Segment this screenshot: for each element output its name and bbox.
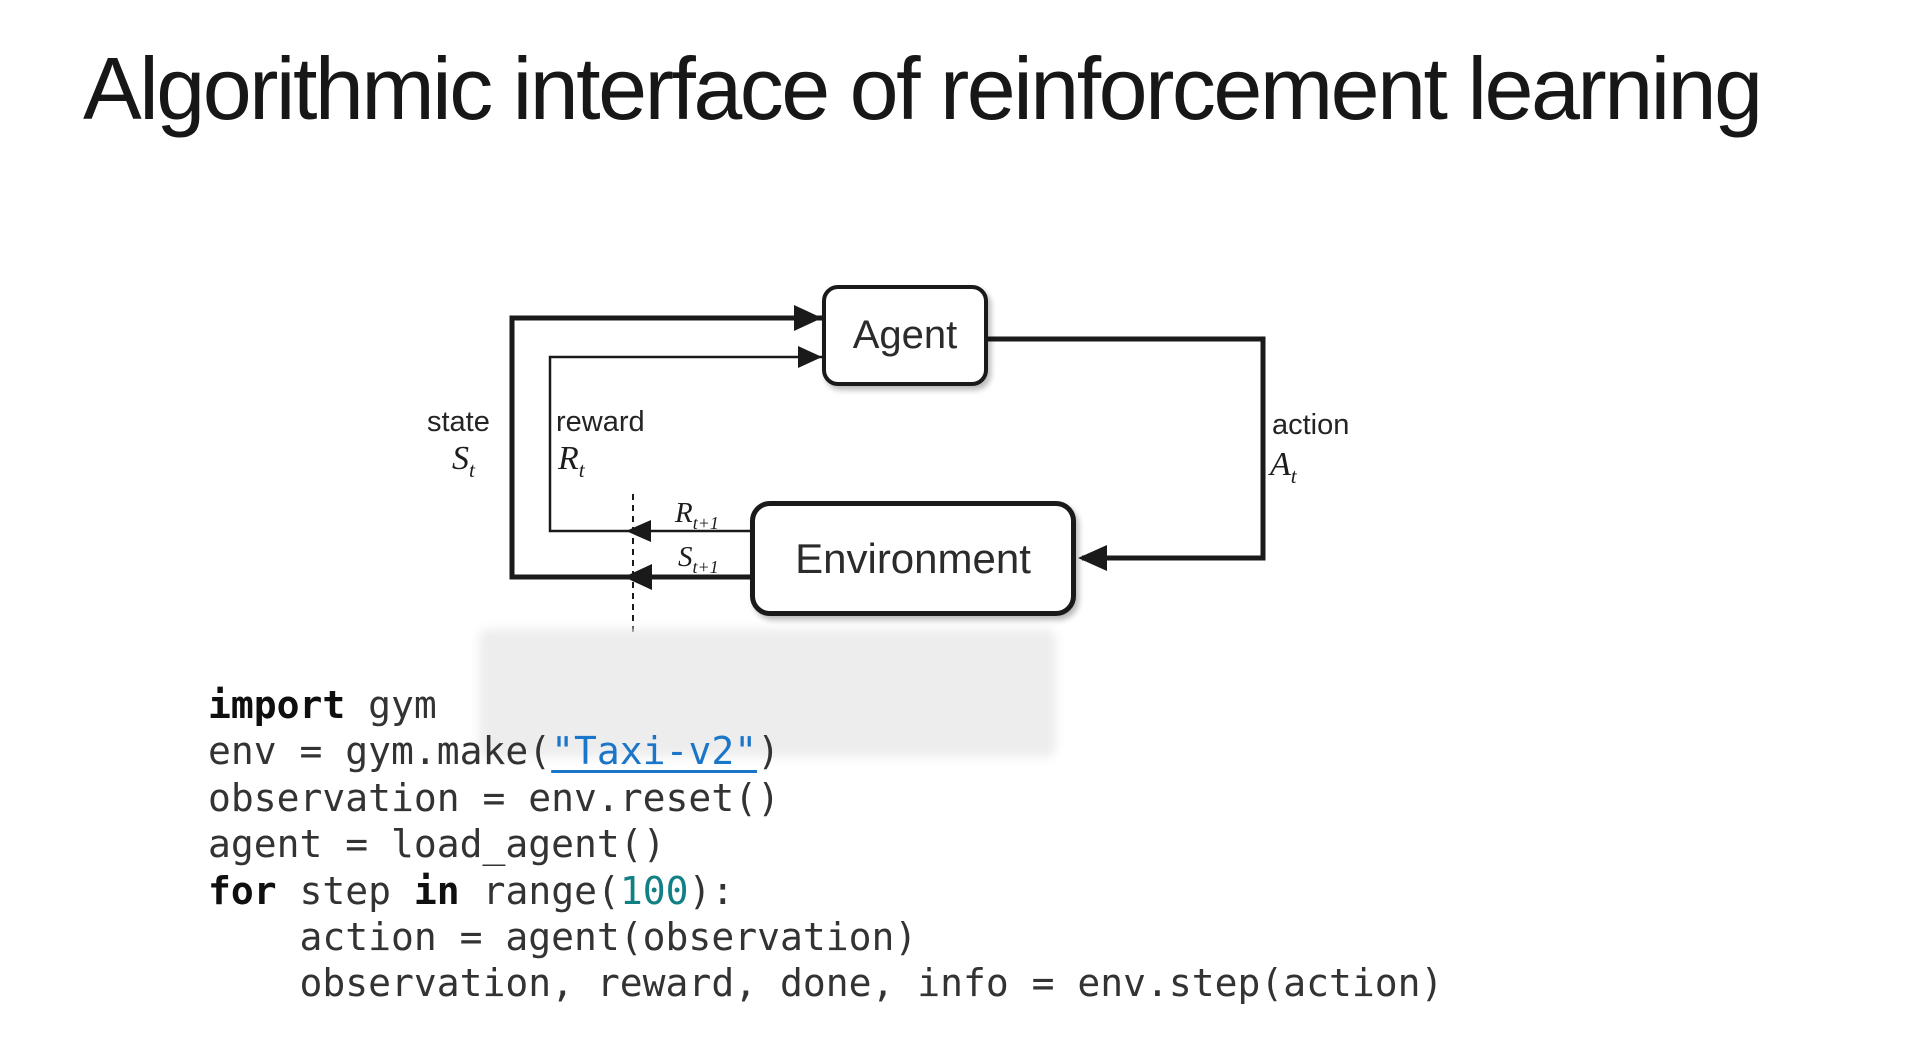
next-state-arrowhead-icon <box>624 564 652 590</box>
agent-node: Agent <box>822 285 988 386</box>
reward-arrowhead-icon <box>798 346 822 368</box>
agent-node-label: Agent <box>852 313 958 357</box>
next-state-symbol: St+1 <box>678 541 719 577</box>
state-arrowhead-icon <box>794 305 822 331</box>
code-token-plain: ) <box>757 729 780 774</box>
state-symbol: St <box>452 440 475 482</box>
code-line: agent = load_agent() <box>208 821 1443 867</box>
code-line: action = agent(observation) <box>208 914 1443 960</box>
action-line <box>986 336 1266 561</box>
taxi-v2-link[interactable]: "Taxi-v2" <box>551 729 758 774</box>
reward-label: reward <box>556 406 645 438</box>
code-token-kw: import <box>208 683 346 727</box>
code-line: env = gym.make("Taxi-v2") <box>208 728 1443 774</box>
page-title: Algorithmic interface of reinforcement l… <box>83 39 1763 138</box>
action-label: action <box>1272 409 1350 441</box>
code-token-plain: step <box>276 868 414 913</box>
action-symbol: At <box>1270 446 1297 488</box>
code-token-plain: action = agent(observation) <box>208 915 918 960</box>
code-token-plain: observation, reward, done, info = env.st… <box>208 961 1444 1006</box>
reward-symbol: Rt <box>558 440 585 482</box>
code-token-kw: in <box>413 868 460 913</box>
environment-node: Environment <box>750 501 1076 616</box>
code-highlight-backdrop <box>479 629 1056 757</box>
environment-node-label: Environment <box>795 534 1031 582</box>
action-arrowhead-icon <box>1078 545 1107 571</box>
code-token-plain: env = gym.make( <box>208 729 552 774</box>
code-token-num: 100 <box>619 868 689 913</box>
next-reward-symbol: Rt+1 <box>675 497 719 533</box>
code-line: observation, reward, done, info = env.st… <box>208 960 1444 1006</box>
code-token-kw: for <box>208 868 277 913</box>
code-line: for step in range(100): <box>208 868 1443 914</box>
code-token-plain: gym <box>345 683 437 727</box>
code-line: observation = env.reset() <box>208 775 1443 821</box>
next-reward-arrowhead-icon <box>626 520 651 542</box>
code-token-plain: ): <box>688 868 735 913</box>
code-token-plain: observation = env.reset() <box>208 775 780 820</box>
state-label: state <box>427 406 490 438</box>
code-token-plain: agent = load_agent() <box>208 822 666 867</box>
code-token-plain: range( <box>459 868 620 913</box>
code-line: import gym <box>208 682 1443 728</box>
